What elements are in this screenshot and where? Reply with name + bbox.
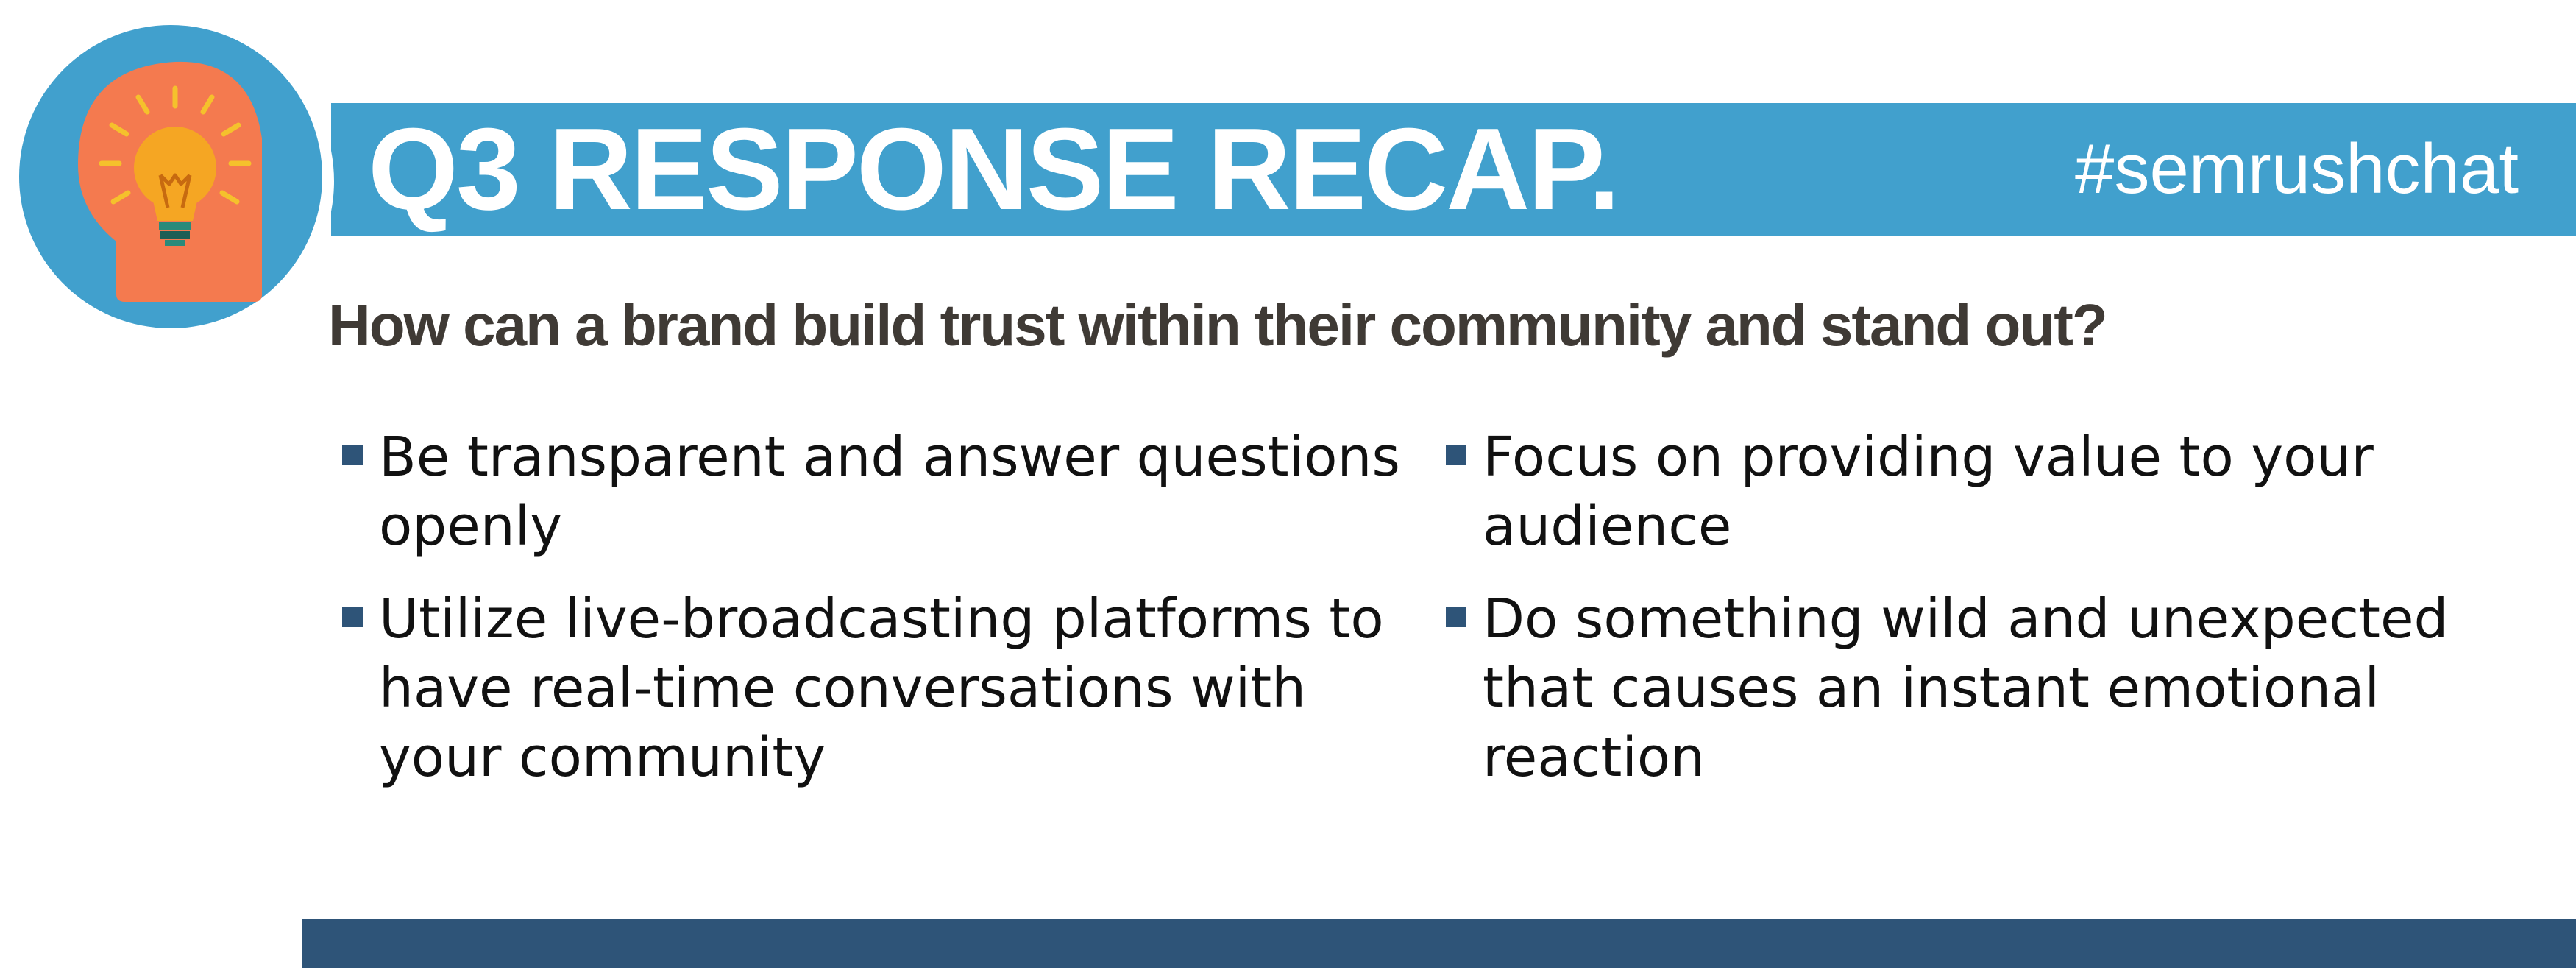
footer-bar bbox=[302, 919, 2576, 968]
square-bullet-icon bbox=[342, 445, 363, 465]
answer-text: Utilize live-broadcasting platforms to h… bbox=[379, 587, 1384, 789]
answer-item: Utilize live-broadcasting platforms to h… bbox=[338, 584, 1420, 792]
page-title: Q3 RESPONSE RECAP. bbox=[368, 105, 1620, 234]
square-bullet-icon bbox=[342, 607, 363, 627]
answers-right-column: Focus on providing value to your audienc… bbox=[1442, 423, 2561, 816]
answer-item: Be transparent and answer questions open… bbox=[338, 423, 1420, 561]
square-bullet-icon bbox=[1446, 607, 1466, 627]
answer-text: Focus on providing value to your audienc… bbox=[1483, 425, 2374, 558]
lightbulb-head-icon bbox=[16, 22, 334, 340]
hashtag-label: #semrushchat bbox=[2075, 130, 2519, 208]
answer-text: Be transparent and answer questions open… bbox=[379, 425, 1400, 558]
answer-item: Focus on providing value to your audienc… bbox=[1442, 423, 2561, 561]
header-band bbox=[331, 103, 2576, 236]
square-bullet-icon bbox=[1446, 445, 1466, 465]
answer-text: Do something wild and unexpected that ca… bbox=[1483, 587, 2449, 789]
answer-item: Do something wild and unexpected that ca… bbox=[1442, 584, 2561, 792]
question-text: How can a brand build trust within their… bbox=[328, 292, 2108, 358]
answers-left-column: Be transparent and answer questions open… bbox=[338, 423, 1420, 816]
